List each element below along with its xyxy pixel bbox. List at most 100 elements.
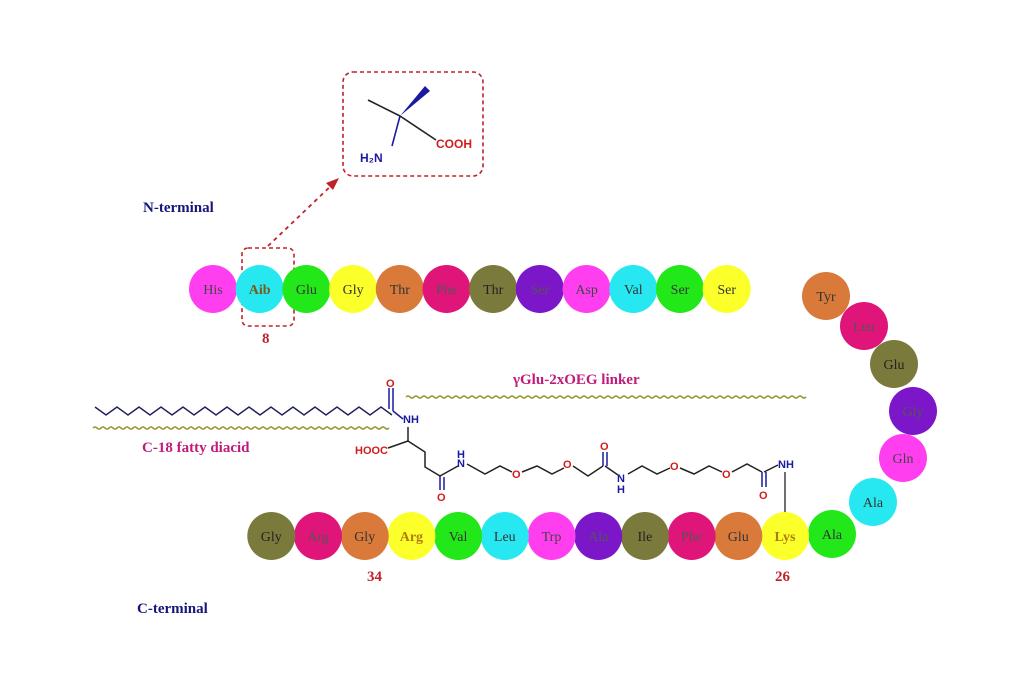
aib-amine-bond xyxy=(391,115,401,147)
residue-24-label: Ala xyxy=(588,530,609,545)
residue-22-phe-circle xyxy=(667,512,716,560)
residue-23-label: Ile xyxy=(638,530,653,545)
fatty-to-nh-bond xyxy=(392,410,404,420)
oeg-2-carbonyl-oxygen: O xyxy=(759,490,768,502)
aib-structure-inset: H₂N COOH xyxy=(342,71,484,177)
residue-7-label: Thr xyxy=(483,283,504,298)
oeg-2-oxygen-a: O xyxy=(670,461,679,473)
oeg-2-chain-c xyxy=(731,463,763,473)
aib-methyl-bond xyxy=(367,99,401,117)
residue-18-ala-circle xyxy=(849,478,897,526)
residue-2-aib-circle xyxy=(235,265,284,313)
residue-5-thr-circle xyxy=(375,265,424,313)
aib-amine-text: H₂N xyxy=(360,151,383,165)
residue-15-glu-circle xyxy=(870,340,918,388)
glu-amide-oxygen: O xyxy=(437,492,446,504)
linker-h1-text: H xyxy=(457,449,465,461)
position-8-label: 8 xyxy=(262,331,270,347)
linker-label: γGlu-2xOEG linker xyxy=(512,372,640,388)
linker-wavy-line xyxy=(405,395,807,399)
residue-28-arg-circle xyxy=(387,512,436,560)
linker-n2-text: N xyxy=(617,473,625,485)
linker-h2-text: H xyxy=(617,484,625,496)
fatty-acid-wavy-line xyxy=(92,426,390,430)
residue-21-glu-circle xyxy=(714,512,763,560)
residue-6-label: Phe xyxy=(436,283,457,298)
residue-19-ala-circle xyxy=(808,510,856,558)
residue-21-label: Glu xyxy=(728,530,749,545)
residue-9-label: Asp xyxy=(575,283,598,298)
oeg-1-chain-c xyxy=(572,465,604,477)
glu-acid-bond xyxy=(387,440,409,449)
position-26-label: 26 xyxy=(775,569,791,585)
residue-30-arg-circle xyxy=(294,512,342,560)
residue-31-gly-circle xyxy=(247,512,296,560)
residue-19-label: Ala xyxy=(822,528,843,543)
oeg-1-carbonyl-oxygen: O xyxy=(600,441,609,453)
residue-12-label: Ser xyxy=(717,283,736,298)
residue-3-glu-circle xyxy=(282,265,331,313)
oeg-1-chain xyxy=(466,463,513,475)
glu-nh-text: NH xyxy=(403,414,419,426)
lys-nh-text: NH xyxy=(778,459,794,471)
aib-wedge-bond xyxy=(400,86,430,116)
linker-n1-text: N xyxy=(457,458,465,470)
residue-4-label: Gly xyxy=(343,283,364,298)
residue-17-gln-circle xyxy=(879,434,927,482)
fatty-carbonyl-oxygen: O xyxy=(386,378,395,390)
residue-10-val-circle xyxy=(609,265,658,313)
residue-13-label: Tyr xyxy=(816,290,836,305)
residue-26-label: Leu xyxy=(494,530,516,545)
residue-12-ser-circle xyxy=(702,265,751,313)
residue-30-label: Arg xyxy=(307,530,329,545)
residue-15-label: Glu xyxy=(884,358,905,373)
oeg-2-chain-b xyxy=(679,465,723,475)
residue-11-label: Ser xyxy=(671,283,690,298)
oeg-2-oxygen-b: O xyxy=(722,469,731,481)
residue-17-label: Gln xyxy=(893,452,914,467)
residue-1-his-circle xyxy=(189,265,237,313)
oeg-1-chain-b xyxy=(521,465,565,475)
residue-29-label: Gly xyxy=(354,530,375,545)
residue-13-tyr-circle xyxy=(802,272,850,320)
residue-22-label: Phe xyxy=(681,530,702,545)
aib-acid-text: COOH xyxy=(436,137,472,151)
oeg-2-to-nh-bond xyxy=(763,464,779,473)
oeg-2-chain xyxy=(627,465,671,475)
n-terminal-label: N-terminal xyxy=(143,200,214,216)
oeg-1-oxygen-a: O xyxy=(512,469,521,481)
residue-1-label: His xyxy=(203,283,222,298)
residue-20-label: Lys xyxy=(774,530,796,545)
residue-14-label: Leu xyxy=(853,320,875,335)
residue-7-thr-circle xyxy=(469,265,518,313)
residue-26-leu-circle xyxy=(480,512,529,560)
residue-9-asp-circle xyxy=(562,265,611,313)
position-34-label: 34 xyxy=(367,569,383,585)
aib-acid-bond xyxy=(399,115,437,141)
fatty-acid-label: C-18 fatty diacid xyxy=(142,440,250,456)
residue-3-label: Glu xyxy=(296,283,317,298)
aib-pointer-arrow xyxy=(267,182,335,247)
residue-10-label: Val xyxy=(624,283,643,298)
residue-16-label: Gly xyxy=(903,405,924,420)
residue-16-gly-circle xyxy=(889,387,937,435)
residue-20-lys-circle xyxy=(761,512,809,560)
glu-acid-text: HOOC xyxy=(355,445,388,457)
residue-25-trp-circle xyxy=(527,512,576,560)
oeg-1-to-n2-bond xyxy=(604,465,619,476)
residue-31-label: Gly xyxy=(261,530,282,545)
residue-27-val-circle xyxy=(434,512,483,560)
glu-to-n1-bond xyxy=(439,465,459,477)
aib-pointer-arrowhead xyxy=(326,178,339,190)
residue-27-label: Val xyxy=(449,530,468,545)
oeg-1-oxygen-b: O xyxy=(563,459,572,471)
residue-29-gly-circle xyxy=(340,512,389,560)
residue-24-ala-circle xyxy=(574,512,623,560)
residue-23-ile-circle xyxy=(620,512,669,560)
fatty-acid-chain xyxy=(94,406,393,416)
glu-side-chain xyxy=(407,440,441,477)
c-terminal-label: C-terminal xyxy=(137,601,208,617)
residue-14-leu-circle xyxy=(840,302,888,350)
